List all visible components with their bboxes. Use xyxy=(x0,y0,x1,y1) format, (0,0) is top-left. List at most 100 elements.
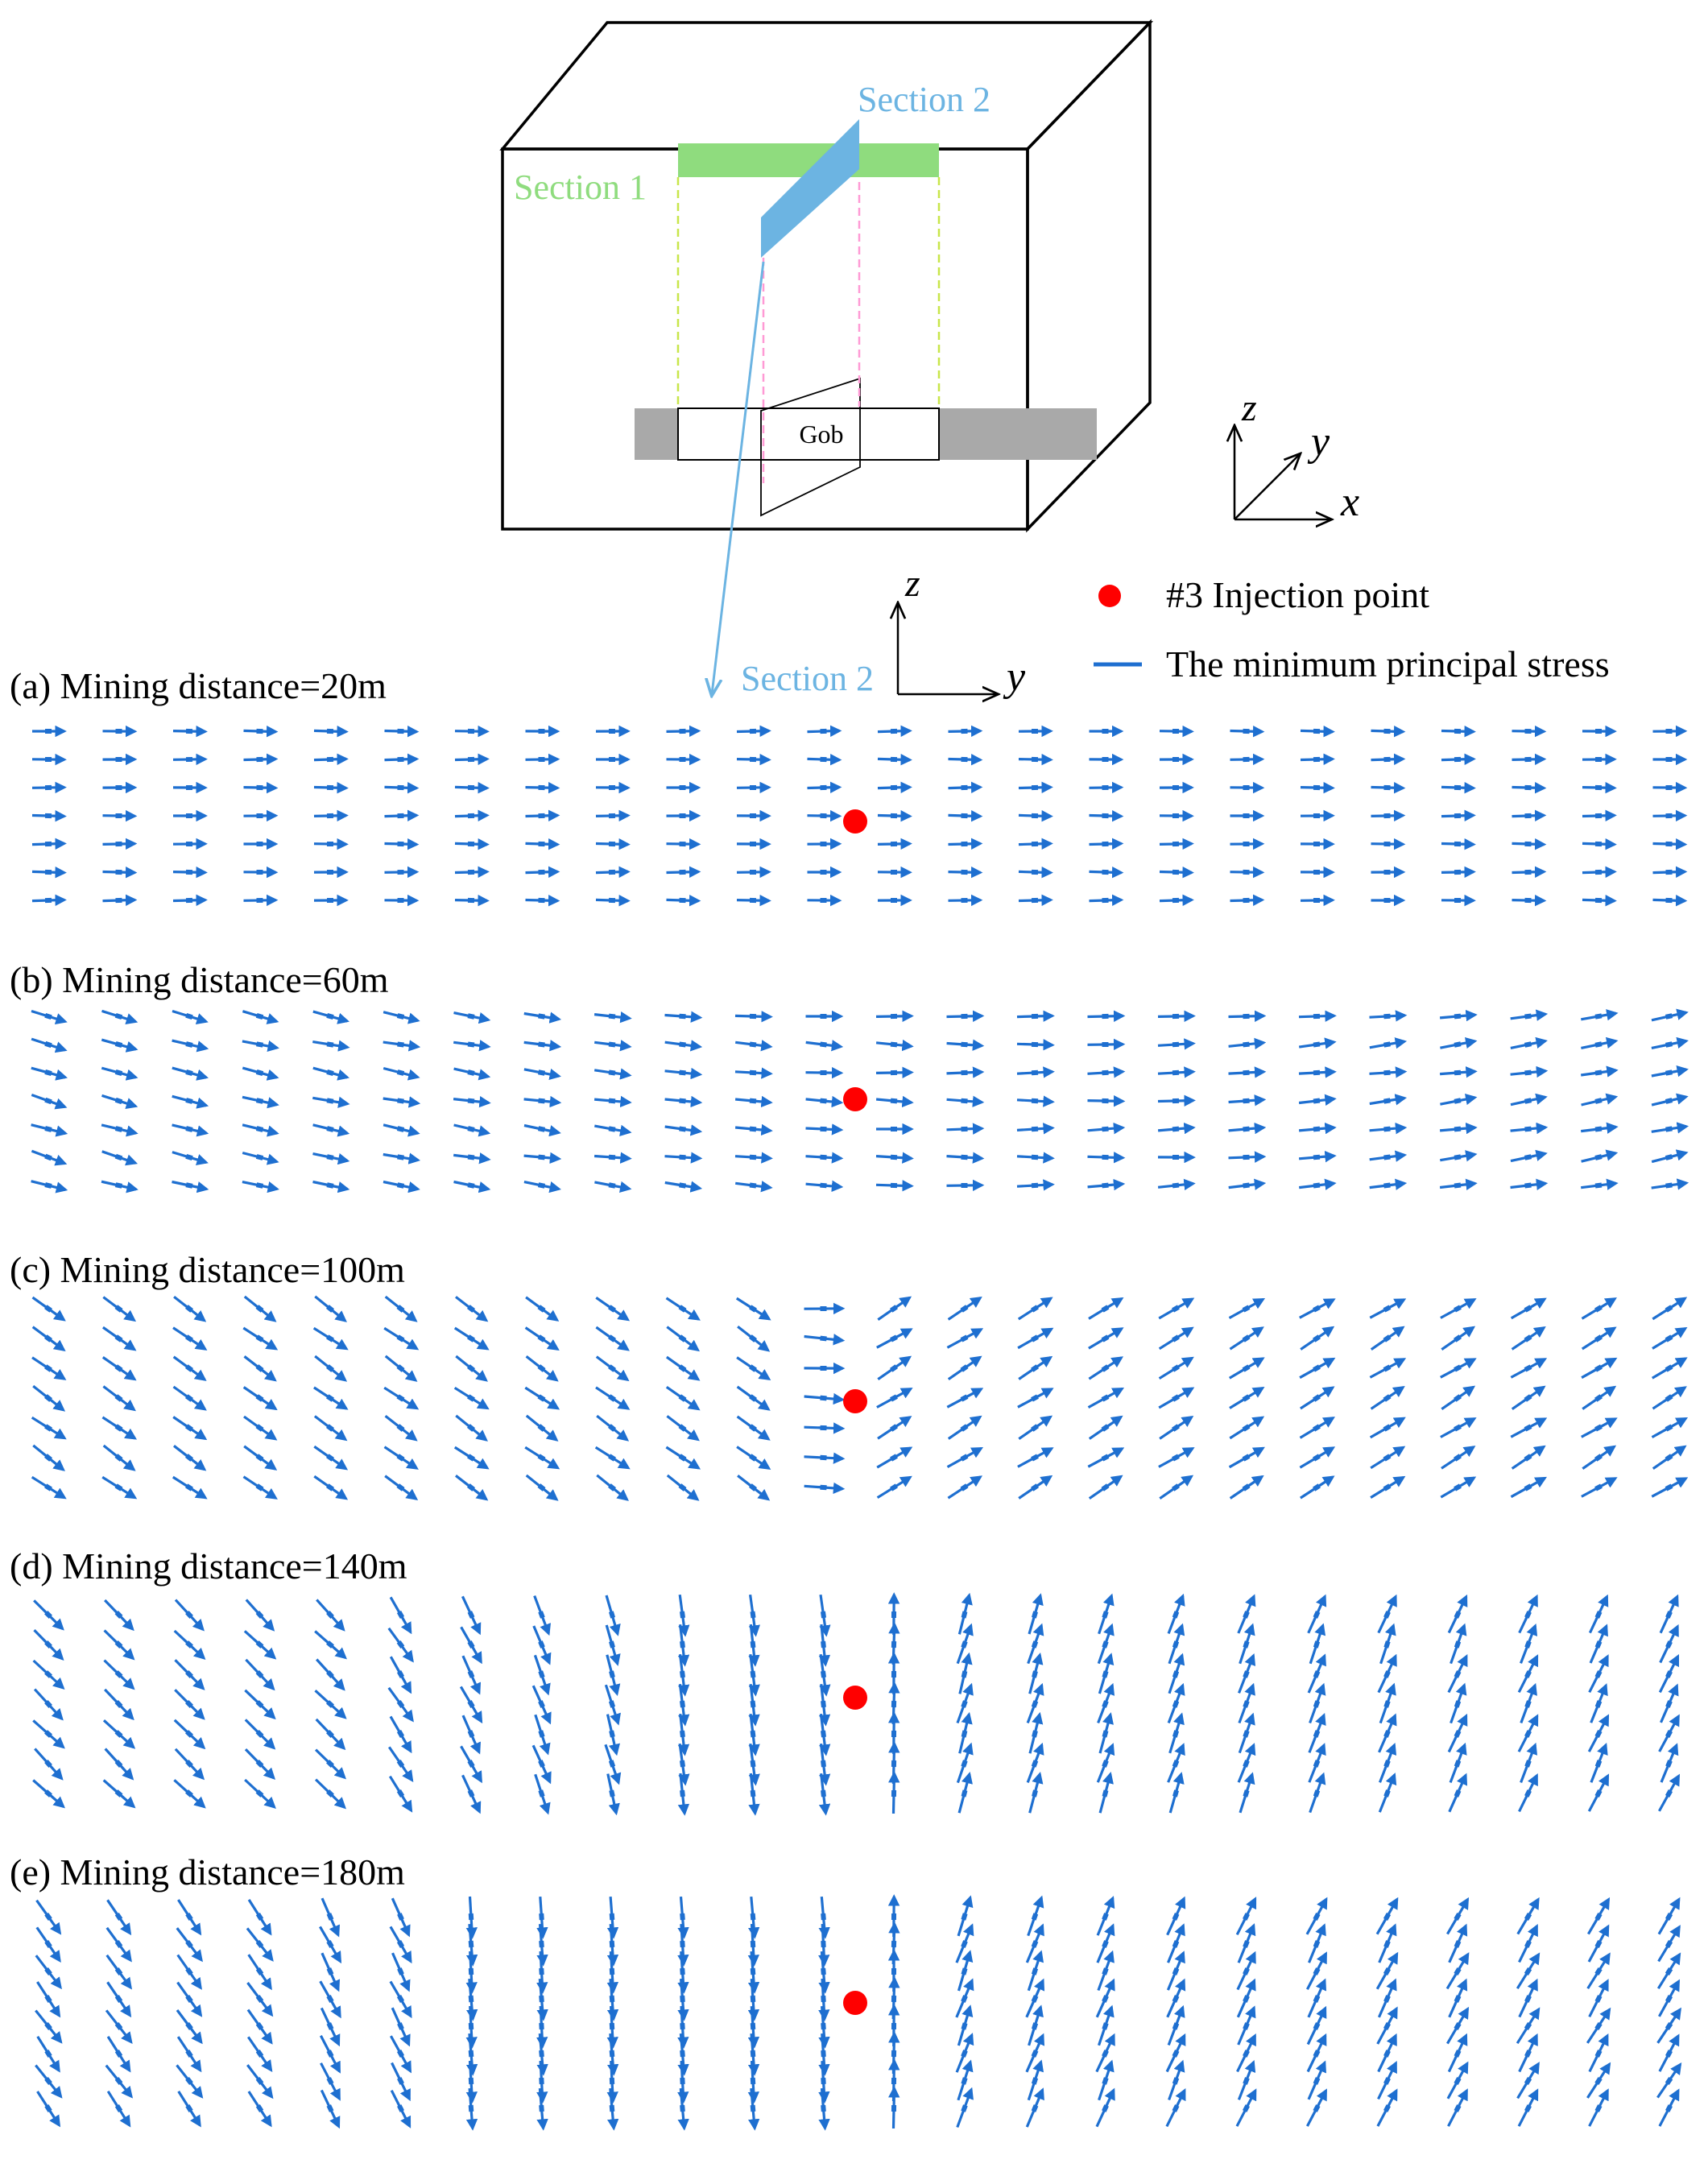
stress-arrow-tick xyxy=(255,1154,264,1160)
stress-arrow-tick xyxy=(1031,1640,1039,1649)
stress-arrow-tick xyxy=(115,869,122,875)
stress-arrow-tick xyxy=(255,1126,264,1132)
stress-arrow-tick xyxy=(1524,1640,1532,1649)
stress-arrow-tick xyxy=(961,2077,968,2085)
stress-arrow-tick xyxy=(1665,757,1673,762)
stress-arrow-tick xyxy=(1313,1154,1321,1160)
stress-arrow-tick xyxy=(1665,1995,1673,2003)
section2-plane xyxy=(761,119,859,258)
stress-arrow-tick xyxy=(960,1394,969,1402)
stress-arrow-tick xyxy=(467,1730,475,1738)
stress-arrow-tick xyxy=(680,1967,685,1975)
stress-arrow-tick xyxy=(1454,1913,1462,1921)
stress-arrow-tick xyxy=(890,1334,898,1342)
stress-arrow-tick xyxy=(397,756,404,763)
stress-arrow-tick xyxy=(608,1700,616,1708)
stress-arrow-tick xyxy=(1102,869,1109,875)
stress-arrow-tick xyxy=(326,1424,334,1432)
stress-arrow-tick xyxy=(961,1995,968,2003)
stress-arrow-tick xyxy=(1313,1995,1321,2003)
stress-arrow-tick xyxy=(820,1013,827,1020)
stress-arrow-tick xyxy=(1454,897,1462,904)
stress-arrow-tick xyxy=(44,1670,52,1678)
stress-arrow-tick xyxy=(820,897,827,904)
stress-arrow-tick xyxy=(1172,1098,1180,1104)
stress-arrow-tick xyxy=(538,1041,545,1048)
stress-arrow-tick xyxy=(679,1126,686,1132)
stress-arrow-tick xyxy=(326,1670,334,1678)
stress-arrow-tick xyxy=(1524,1364,1532,1372)
stress-arrow-tick xyxy=(750,2050,756,2058)
stress-arrow-tick xyxy=(961,1069,968,1076)
stress-arrow-tick xyxy=(1594,728,1603,734)
stress-arrow-tick xyxy=(1665,784,1673,791)
stress-arrow-tick xyxy=(961,1182,968,1189)
stress-arrow-tick xyxy=(1454,2077,1462,2085)
stress-arrow-tick xyxy=(397,841,404,847)
stress-arrow-tick xyxy=(960,1483,969,1491)
stress-arrow-tick xyxy=(1031,2077,1039,2085)
stress-arrow-tick xyxy=(255,2104,264,2112)
stress-arrow-tick xyxy=(255,1305,264,1313)
stress-arrow-tick xyxy=(467,1700,475,1708)
stress-arrow-tick xyxy=(1032,1611,1038,1619)
stress-arrow-tick xyxy=(1102,1700,1109,1708)
stress-arrow-tick xyxy=(44,1182,52,1189)
stress-arrow-tick xyxy=(961,841,968,847)
stress-arrow-tick xyxy=(1031,1913,1039,1921)
section2-label: Section 2 xyxy=(858,80,990,119)
stress-arrow-tick xyxy=(1101,1305,1110,1313)
stress-arrow-tick xyxy=(1454,2050,1462,2058)
stress-arrow-tick xyxy=(326,1454,334,1462)
stress-arrow-tick xyxy=(608,1126,616,1132)
stress-arrow-tick xyxy=(1524,728,1532,734)
stress-arrow-tick xyxy=(1383,841,1391,847)
stress-arrow-tick xyxy=(820,1395,827,1401)
stress-arrow-tick xyxy=(185,1126,193,1132)
stress-arrow-tick xyxy=(750,1700,756,1708)
stress-arrow-tick xyxy=(1243,1154,1250,1160)
stress-arrow-tick xyxy=(820,1126,827,1132)
stress-arrow-tick xyxy=(1172,1483,1180,1491)
stress-arrow-tick xyxy=(961,1789,968,1797)
stress-arrow-tick xyxy=(1172,1154,1180,1160)
stress-arrow-tick xyxy=(1383,1760,1391,1768)
stress-arrow-tick xyxy=(961,1760,968,1768)
stress-arrow-tick xyxy=(44,2104,52,2112)
stress-arrow-tick xyxy=(891,1760,897,1768)
stress-arrow-tick xyxy=(679,756,686,763)
stress-arrow-tick xyxy=(1383,2104,1392,2112)
stress-arrow-tick xyxy=(1172,1013,1180,1020)
stress-arrow-tick xyxy=(1524,1041,1532,1048)
axis3d-y: y xyxy=(1307,419,1330,465)
stress-arrow-tick xyxy=(1032,1670,1038,1678)
stress-arrow-tick xyxy=(1524,1611,1532,1619)
stress-arrow-tick xyxy=(1172,2022,1180,2030)
stress-arrow-tick xyxy=(1454,1730,1462,1738)
stress-arrow-tick xyxy=(680,1913,685,1921)
stress-arrow-tick xyxy=(891,1730,897,1738)
stress-arrow-tick xyxy=(1031,1013,1039,1020)
stress-arrow-tick xyxy=(820,1484,827,1491)
stress-arrow-tick xyxy=(608,1364,616,1372)
stress-arrow-tick xyxy=(114,1097,123,1105)
stress-arrow-tick xyxy=(1454,2104,1462,2112)
stress-arrow-tick xyxy=(1172,1640,1180,1649)
stress-arrow-tick xyxy=(749,897,757,904)
stress-arrow-tick xyxy=(467,1334,475,1342)
stress-arrow-tick xyxy=(1313,2104,1321,2112)
stress-arrow-tick xyxy=(679,869,686,875)
stress-arrow-tick xyxy=(1172,1394,1180,1402)
stress-arrow-tick xyxy=(609,1789,615,1797)
stress-arrow-tick xyxy=(1524,1013,1532,1020)
stress-arrow-tick xyxy=(750,1670,756,1678)
stress-arrow-tick xyxy=(1243,1789,1250,1797)
stress-arrow-tick xyxy=(114,1789,123,1797)
stress-arrow-tick xyxy=(1243,1041,1250,1048)
stress-arrow-tick xyxy=(609,1995,615,2003)
stress-arrow-tick xyxy=(890,728,898,734)
stress-arrow-tick xyxy=(44,1126,52,1132)
stress-arrow-tick xyxy=(1665,728,1673,734)
stress-arrow-tick xyxy=(1383,2077,1391,2085)
stress-arrow-tick xyxy=(397,1041,404,1048)
